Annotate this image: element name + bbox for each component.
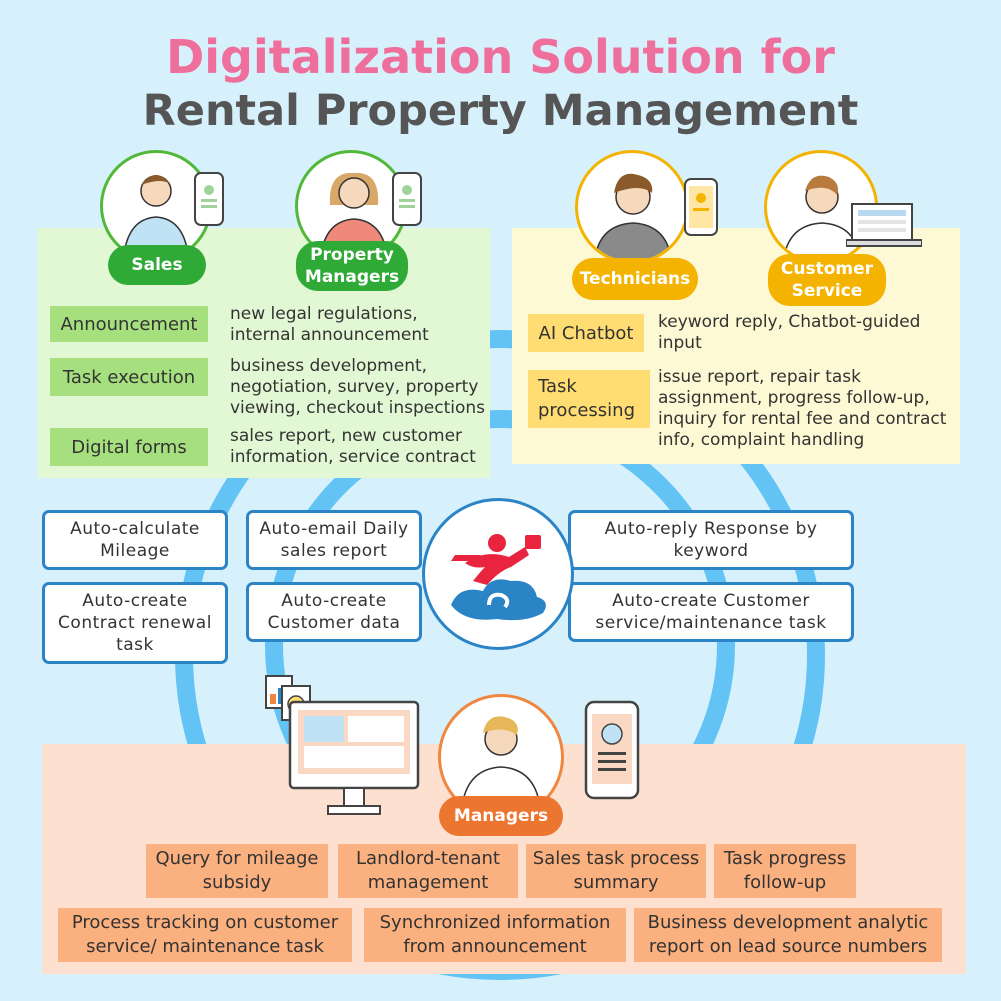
tag-digital-forms: Digital forms [50,428,208,466]
tag-synchronized-info: Synchronized information from announceme… [364,908,626,962]
person-icon [593,173,673,261]
desc-digital-forms: sales report, new customer information, … [230,426,476,467]
phone-icon [392,172,422,226]
desc-task-execution: business development, negotiation, surve… [230,356,486,418]
technicians-avatar [575,150,689,264]
badge-property-managers: Property Managers [296,241,408,291]
tag-process-tracking: Process tracking on customer service/ ma… [58,908,352,962]
desc-announcement: new legal regulations, internal announce… [230,304,429,345]
auto-create-contract-renewal: Auto-create Contract renewal task [42,582,228,664]
badge-customer-service: Customer Service [768,254,886,306]
auto-create-service-task: Auto-create Customer service/maintenance… [568,582,854,642]
tag-ai-chatbot: AI Chatbot [528,314,644,352]
tablet-icon [584,700,640,800]
badge-technicians: Technicians [572,258,698,300]
tag-business-analytic: Business development analytic report on … [634,908,942,962]
tag-sales-summary: Sales task process summary [526,844,706,898]
monitor-icon [288,700,420,816]
tag-announcement: Announcement [50,306,208,342]
auto-reply-keyword: Auto-reply Response by keyword [568,510,854,570]
auto-create-customer-data: Auto-create Customer data [246,582,422,642]
title-line-2: Rental Property Management [142,86,859,136]
person-icon [319,172,389,259]
tag-landlord-tenant: Landlord-tenant management [338,844,518,898]
badge-sales: Sales [108,245,206,285]
phone-icon [194,172,224,226]
desc-task-processing: issue report, repair task assignment, pr… [658,367,947,450]
tag-query-mileage: Query for mileage subsidy [146,844,328,898]
running-figure-logo-icon [451,534,546,621]
tag-task-execution: Task execution [50,358,208,396]
badge-managers: Managers [439,796,563,836]
desc-ai-chatbot: keyword reply, Chatbot-guided input [658,312,921,353]
person-icon [782,175,862,261]
center-logo [422,498,574,650]
tag-task-progress: Task progress follow-up [714,844,856,898]
phone-icon [684,178,718,236]
laptop-icon [845,202,923,248]
auto-calculate-mileage: Auto-calculate Mileage [42,510,228,570]
auto-email-daily-report: Auto-email Daily sales report [246,510,422,570]
title-line-1: Digitalization Solution for [166,30,835,84]
tag-task-processing: Task processing [528,370,650,428]
